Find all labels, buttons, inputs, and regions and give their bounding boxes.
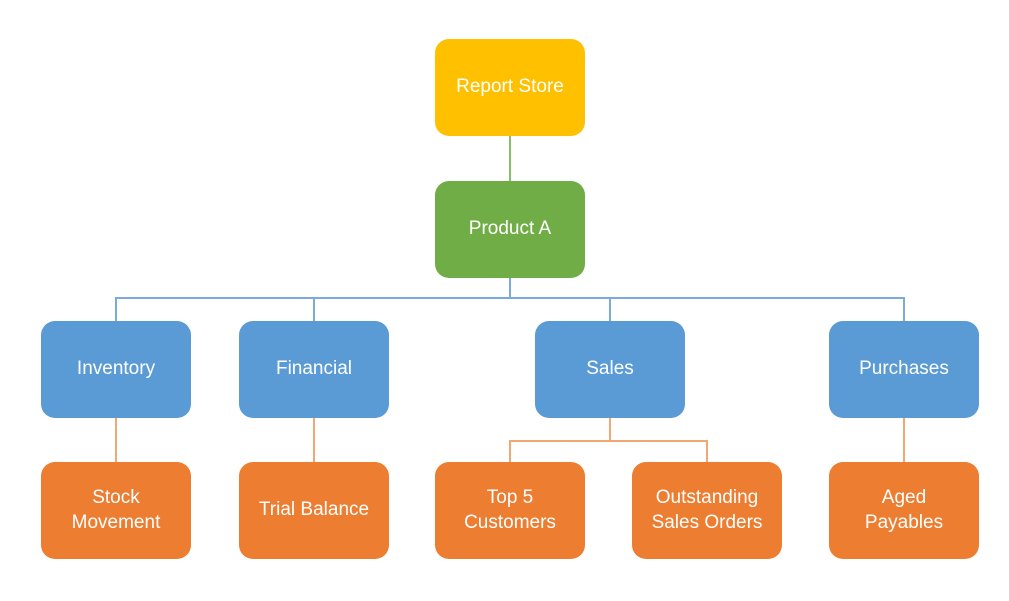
connector-drop-inventory (115, 297, 117, 321)
node-sales[interactable]: Sales (535, 321, 685, 418)
node-purchases[interactable]: Purchases (829, 321, 979, 418)
connector-sales-stem (609, 418, 611, 441)
node-label: Stock Movement (71, 486, 161, 533)
node-aged-payables[interactable]: Aged Payables (829, 462, 979, 559)
connector-drop-financial (313, 297, 315, 321)
node-product-a[interactable]: Product A (435, 181, 585, 278)
connector-financial-trial-balance (313, 418, 315, 462)
node-label: Sales (586, 358, 634, 380)
node-label: Inventory (76, 358, 156, 380)
node-label: Report Store (456, 76, 564, 98)
node-inventory[interactable]: Inventory (41, 321, 191, 418)
connector-drop-purchases (903, 297, 905, 321)
node-label: Purchases (859, 358, 949, 380)
node-trial-balance[interactable]: Trial Balance (239, 462, 389, 559)
node-stock-movement[interactable]: Stock Movement (41, 462, 191, 559)
connector-report-store-product-a (509, 136, 511, 181)
node-label: Top 5 Customers (464, 486, 556, 533)
node-top-5-customers[interactable]: Top 5 Customers (435, 462, 585, 559)
connector-product-a-stem (509, 278, 511, 298)
connector-drop-sales (609, 297, 611, 321)
node-label: Outstanding Sales Orders (651, 486, 763, 533)
node-label: Aged Payables (864, 486, 944, 533)
connector-drop-top-5-customers (509, 440, 511, 462)
connector-purchases-aged-payables (903, 418, 905, 462)
node-label: Trial Balance (258, 499, 370, 521)
node-outstanding-sales-orders[interactable]: Outstanding Sales Orders (632, 462, 782, 559)
node-financial[interactable]: Financial (239, 321, 389, 418)
node-label: Product A (468, 218, 552, 240)
node-label: Financial (275, 358, 353, 380)
connector-sales-horizontal-bar (509, 440, 708, 442)
node-report-store[interactable]: Report Store (435, 39, 585, 136)
connector-level3-horizontal-bar (115, 297, 905, 299)
connector-drop-outstanding-sales-orders (706, 440, 708, 462)
connector-inventory-stock-movement (115, 418, 117, 462)
